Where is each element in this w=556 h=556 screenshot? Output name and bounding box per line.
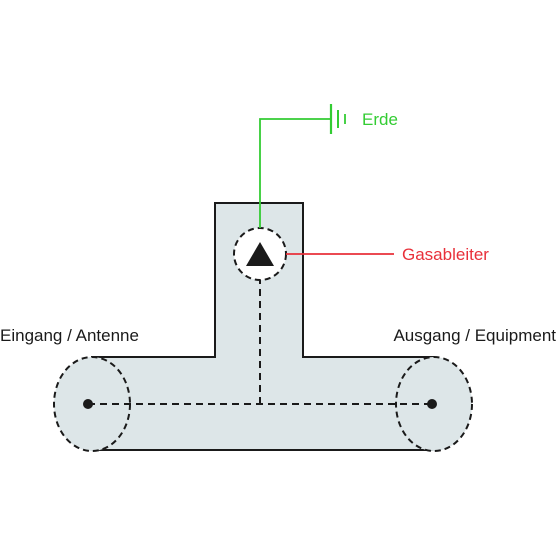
arrow-up-icon xyxy=(246,242,274,266)
ground-label: Erde xyxy=(362,110,398,129)
arrester-label: Gasableiter xyxy=(402,245,489,264)
ground-wire xyxy=(259,118,331,228)
ground-symbol-icon xyxy=(329,104,346,134)
output-connector-dot-icon xyxy=(427,399,437,409)
input-label: Eingang / Antenne xyxy=(0,326,139,345)
input-connector-dot-icon xyxy=(83,399,93,409)
output-label: Ausgang / Equipment xyxy=(393,326,556,345)
